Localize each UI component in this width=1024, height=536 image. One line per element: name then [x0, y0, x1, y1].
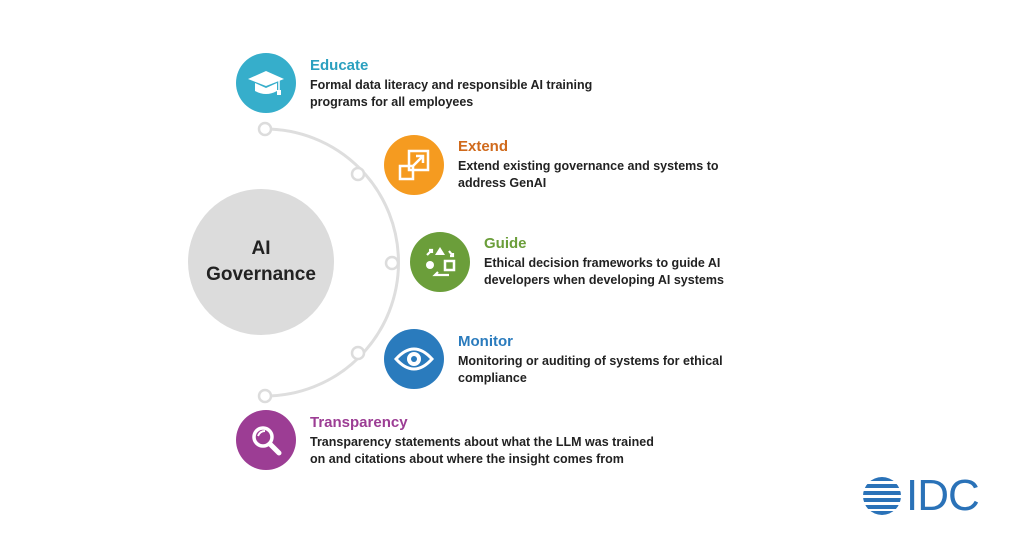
center-line2: Governance [206, 264, 316, 285]
item-desc-line1: Extend existing governance and systems t… [458, 159, 719, 173]
arc-node [257, 388, 273, 404]
center-circle: AI Governance [188, 189, 334, 335]
center-line1: AI [251, 238, 271, 259]
workflow-icon [410, 232, 470, 292]
graduation-cap-icon [236, 53, 296, 113]
arc-node [350, 345, 366, 361]
item-title: Guide [484, 235, 527, 252]
item-extend: Extend Extend existing governance and sy… [458, 138, 719, 192]
expand-icon [384, 135, 444, 195]
item-transparency: Transparency Transparency statements abo… [310, 414, 654, 468]
item-title: Transparency [310, 414, 408, 431]
idc-logo: IDC [862, 471, 980, 520]
item-guide: Guide Ethical decision frameworks to gui… [484, 235, 724, 289]
arc-node [257, 121, 273, 137]
item-desc-line2: on and citations about where the insight… [310, 452, 624, 466]
eye-icon [384, 329, 444, 389]
item-desc-line2: developers when developing AI systems [484, 273, 724, 287]
item-desc-line1: Formal data literacy and responsible AI … [310, 78, 593, 92]
item-title: Monitor [458, 333, 513, 350]
arc-node [350, 166, 366, 182]
item-educate: Educate Formal data literacy and respons… [310, 57, 592, 111]
item-desc-line1: Ethical decision frameworks to guide AI [484, 256, 721, 270]
item-desc-line2: address GenAI [458, 176, 547, 190]
globe-icon [863, 477, 901, 515]
item-title: Extend [458, 138, 509, 155]
item-desc-line1: Monitoring or auditing of systems for et… [458, 354, 723, 368]
item-desc-line2: compliance [458, 371, 527, 385]
logo-text: IDC [906, 471, 980, 520]
item-desc-line2: programs for all employees [310, 95, 474, 109]
item-desc-line1: Transparency statements about what the L… [310, 435, 654, 449]
arc-node [384, 255, 400, 271]
item-monitor: Monitor Monitoring or auditing of system… [458, 333, 723, 387]
magnifier-icon [236, 410, 296, 470]
item-title: Educate [310, 57, 369, 74]
